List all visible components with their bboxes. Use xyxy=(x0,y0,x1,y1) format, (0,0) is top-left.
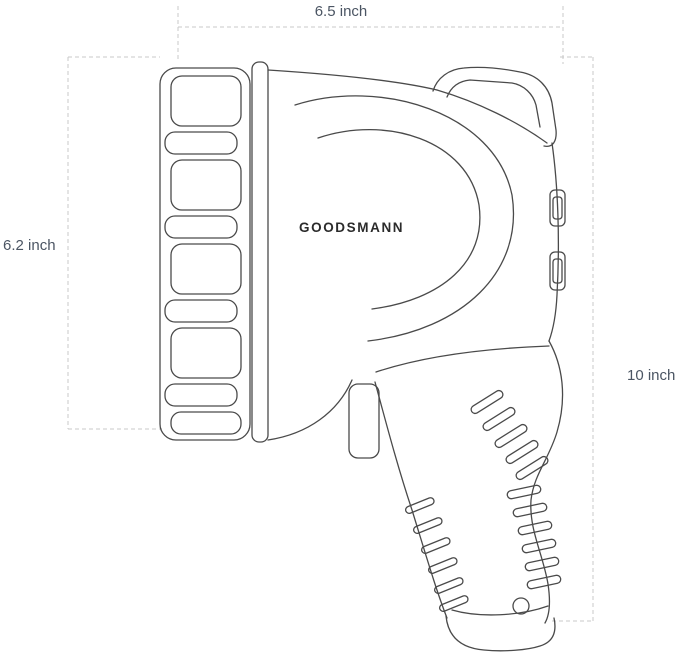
grip-ribs xyxy=(405,389,562,612)
trigger xyxy=(348,383,380,459)
dimension-height-left xyxy=(67,56,162,430)
brand-text: GOODSMANN xyxy=(299,220,404,235)
head-body-seam xyxy=(251,61,269,443)
dimension-label-total-height: 10 inch xyxy=(627,367,676,384)
dimension-width-top xyxy=(177,6,564,64)
spotlight-body: GOODSMANN xyxy=(267,69,560,441)
base-cap xyxy=(445,597,556,652)
pistol-grip xyxy=(374,340,564,652)
dimension-label-head-height: 6.2 inch xyxy=(3,237,56,254)
side-buttons xyxy=(549,189,566,291)
dimension-label-width: 6.5 inch xyxy=(314,3,368,20)
carry-handle xyxy=(432,66,557,147)
dimension-height-right xyxy=(552,56,594,622)
spotlight-head xyxy=(159,61,269,443)
